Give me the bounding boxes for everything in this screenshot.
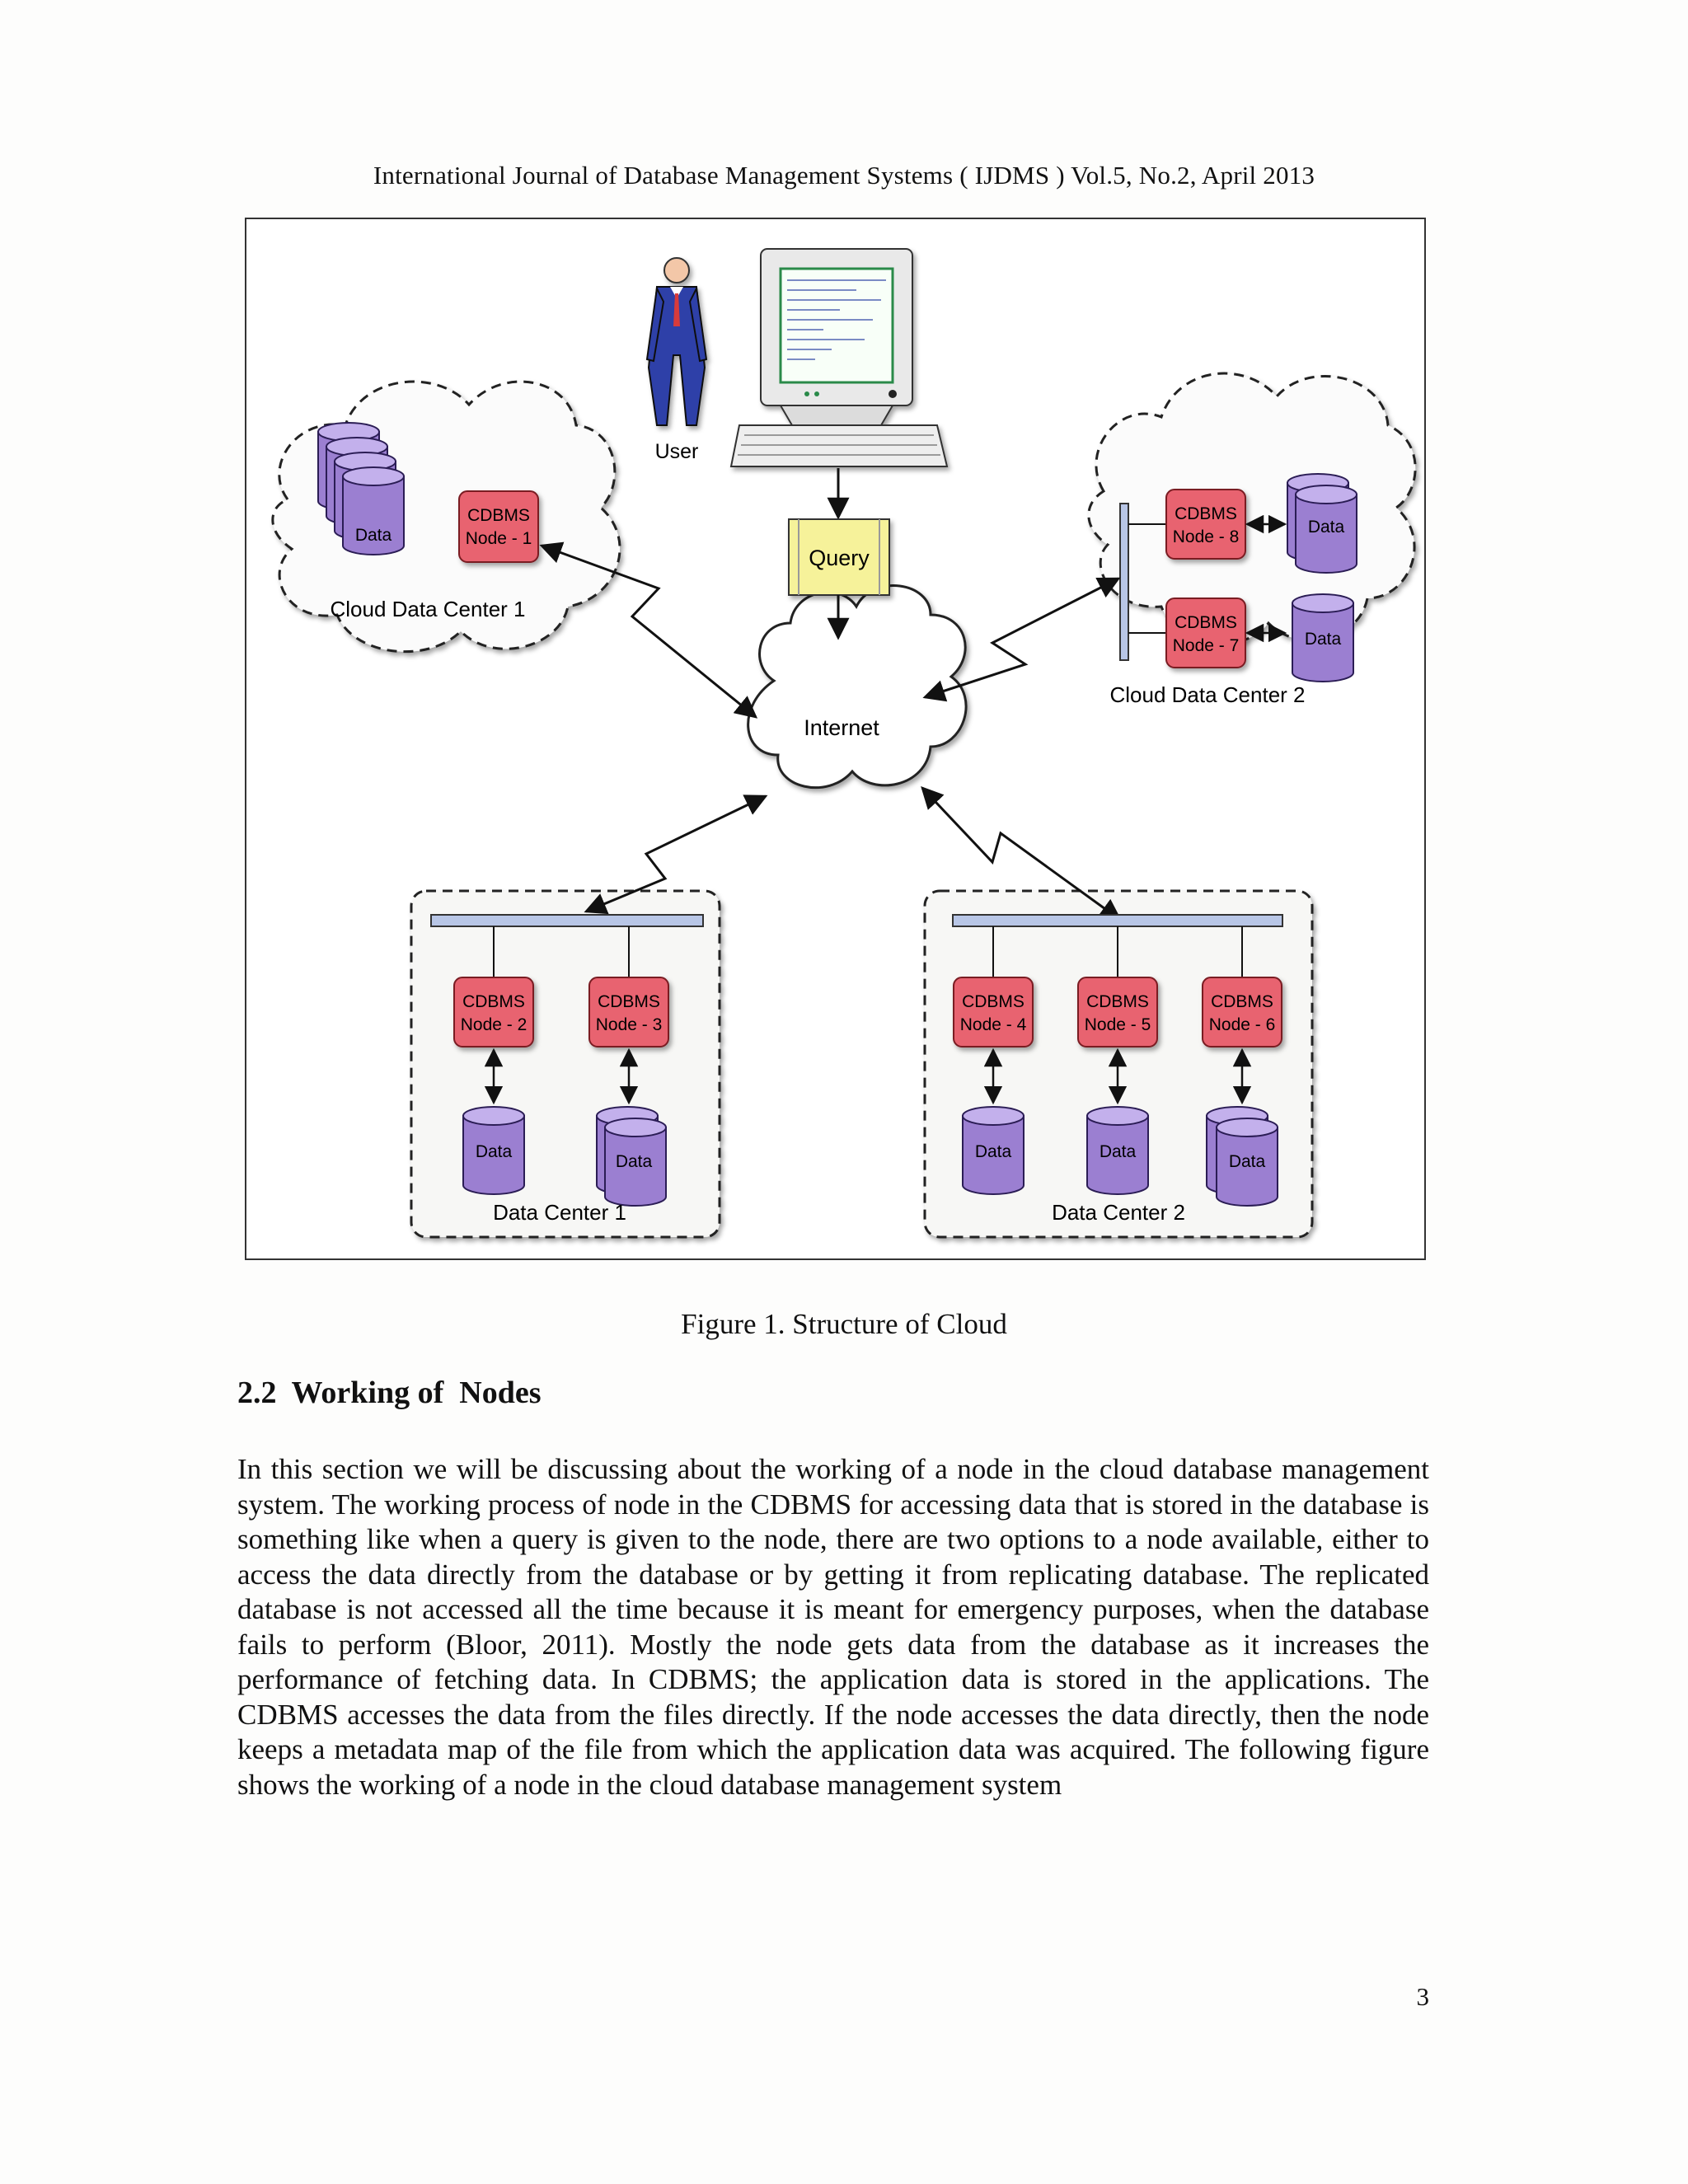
cdbms-node-2-label: Node - 2 bbox=[461, 1015, 528, 1034]
cdbms-node-6 bbox=[1202, 977, 1282, 1047]
cdbms-node-7 bbox=[1165, 598, 1246, 668]
cdbms-node-8-title: CDBMS bbox=[1175, 504, 1237, 523]
bus-dc2 bbox=[952, 914, 1283, 927]
data-label-node-4: Data bbox=[975, 1142, 1012, 1161]
cdbms-node-2-title: CDBMS bbox=[462, 992, 525, 1011]
cloud-data-center-1-label: Cloud Data Center 1 bbox=[330, 597, 525, 621]
body-paragraph: In this section we will be discussing ab… bbox=[237, 1453, 1429, 1801]
cloud-data-center-2-outline bbox=[1087, 372, 1417, 645]
user-icon bbox=[645, 257, 708, 426]
running-header: International Journal of Database Manage… bbox=[373, 161, 1315, 190]
cdbms-node-5 bbox=[1077, 977, 1158, 1047]
link-dc2-internet bbox=[921, 786, 1123, 921]
cdbms-node-7-title: CDBMS bbox=[1175, 613, 1237, 632]
figure-structure-of-cloud: Internet User bbox=[245, 218, 1426, 1260]
cdbms-node-2 bbox=[453, 977, 534, 1047]
cdbms-node-6-label: Node - 6 bbox=[1209, 1015, 1276, 1034]
figure-caption: Figure 1. Structure of Cloud bbox=[681, 1308, 1007, 1340]
cdbms-node-1-label: Node - 1 bbox=[466, 529, 532, 548]
data-label-cloud-dc1: Data bbox=[355, 526, 392, 545]
cdbms-node-4-label: Node - 4 bbox=[960, 1015, 1027, 1034]
data-label-node-7: Data bbox=[1305, 630, 1342, 649]
internet-label: Internet bbox=[804, 715, 879, 740]
cdbms-node-1-title: CDBMS bbox=[467, 506, 530, 525]
cloud-structure-diagram: Internet User bbox=[271, 248, 1417, 1239]
cdbms-node-8 bbox=[1165, 489, 1246, 560]
cdbms-node-3 bbox=[588, 977, 669, 1047]
user-label: User bbox=[655, 440, 699, 463]
cdbms-node-7-label: Node - 7 bbox=[1173, 636, 1240, 655]
section-number: 2.2 bbox=[237, 1376, 277, 1410]
cdbms-node-4 bbox=[953, 977, 1034, 1047]
cdbms-node-8-label: Node - 8 bbox=[1173, 527, 1240, 546]
cdbms-node-3-title: CDBMS bbox=[598, 992, 660, 1011]
cdbms-node-6-title: CDBMS bbox=[1211, 992, 1273, 1011]
data-center-1-label: Data Center 1 bbox=[493, 1200, 626, 1225]
data-label-node-5: Data bbox=[1100, 1142, 1137, 1161]
data-center-2-label: Data Center 2 bbox=[1052, 1200, 1185, 1225]
bus-cloud-dc2 bbox=[1119, 503, 1129, 661]
cdbms-node-5-title: CDBMS bbox=[1086, 992, 1149, 1011]
section-title: Working of Nodes bbox=[291, 1376, 542, 1410]
link-dc1-internet bbox=[584, 794, 768, 915]
internet-cloud bbox=[747, 584, 968, 790]
bus-dc1 bbox=[430, 914, 704, 927]
query-label: Query bbox=[809, 546, 870, 570]
cdbms-node-1 bbox=[458, 490, 539, 563]
section-heading: 2.2 Working of Nodes bbox=[237, 1375, 556, 1411]
query-box bbox=[788, 518, 890, 596]
cdbms-node-5-label: Node - 5 bbox=[1085, 1015, 1151, 1034]
data-label-node-6: Data bbox=[1229, 1152, 1266, 1171]
computer-icon bbox=[729, 248, 949, 467]
cdbms-node-4-title: CDBMS bbox=[962, 992, 1025, 1011]
page-number: 3 bbox=[1416, 1982, 1430, 2011]
link-cloud-dc1-internet bbox=[539, 541, 758, 719]
data-center-1-outline bbox=[410, 889, 721, 1239]
link-cloud-dc2-internet bbox=[922, 577, 1121, 702]
data-label-node-3: Data bbox=[616, 1152, 653, 1171]
data-label-node-8: Data bbox=[1308, 518, 1345, 537]
data-label-node-2: Data bbox=[476, 1142, 513, 1161]
cloud-data-center-2-label: Cloud Data Center 2 bbox=[1109, 682, 1305, 707]
cdbms-node-3-label: Node - 3 bbox=[596, 1015, 663, 1034]
